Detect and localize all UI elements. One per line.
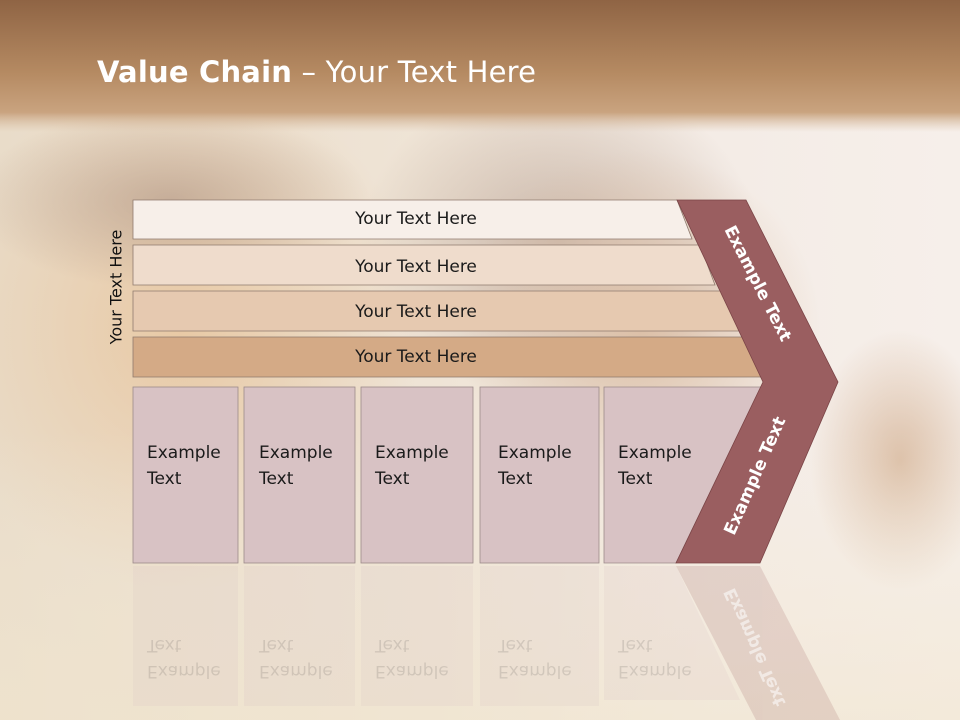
row-2-label: Your Text Here — [354, 257, 477, 277]
cell-2-line1: Example — [259, 443, 333, 463]
cell-3-line1: Example — [375, 443, 449, 463]
cell-4-line1: Example — [498, 443, 572, 463]
cell-5-reflection: Example Text — [618, 632, 718, 684]
row-1-shape — [132, 199, 693, 240]
cell-4-reflection-line2: Text — [498, 635, 533, 655]
cell-5-line1: Example — [618, 443, 692, 463]
row-2-shape — [132, 244, 716, 286]
cell-4-reflection-line1: Example — [498, 661, 572, 681]
cell-5-reflection-line2: Text — [618, 635, 653, 655]
cells-reflection — [133, 566, 840, 720]
cell-3-text: Example Text — [375, 440, 475, 492]
cell-5-reflection-line1: Example — [618, 661, 692, 681]
cell-4-shape — [479, 386, 600, 564]
cell-1-reflection: Example Text — [147, 632, 247, 684]
row-4-label: Your Text Here — [354, 347, 477, 367]
side-label: Your Text Here — [106, 229, 126, 345]
cell-2-reflection-line2: Text — [259, 635, 294, 655]
cell-3-shape — [360, 386, 474, 564]
page-title-rest: – Your Text Here — [292, 55, 537, 89]
cell-1-text: Example Text — [147, 440, 247, 492]
cell-1-reflection-line1: Example — [147, 661, 221, 681]
cell-2-text: Example Text — [259, 440, 359, 492]
cell-1-line2: Text — [147, 469, 182, 489]
cell-1-reflection-line2: Text — [147, 635, 182, 655]
cell-2-line2: Text — [259, 469, 294, 489]
cell-1-line1: Example — [147, 443, 221, 463]
header-band — [0, 0, 960, 132]
cell-3-line2: Text — [375, 469, 410, 489]
cell-2-shape — [243, 386, 356, 564]
cell-1-shape — [132, 386, 239, 564]
row-1-label: Your Text Here — [354, 209, 477, 229]
cell-5-line2: Text — [618, 469, 653, 489]
row-3-label: Your Text Here — [354, 302, 477, 322]
cell-2-reflection: Example Text — [259, 632, 359, 684]
cell-5-text: Example Text — [618, 440, 718, 492]
page-title: Value Chain – Your Text Here — [97, 55, 536, 89]
cell-3-reflection-line1: Example — [375, 661, 449, 681]
chevron-shape — [675, 199, 839, 564]
page-title-bold: Value Chain — [97, 55, 293, 89]
cell-2-reflection-line1: Example — [259, 661, 333, 681]
cell-4-text: Example Text — [498, 440, 598, 492]
cell-4-reflection: Example Text — [498, 632, 598, 684]
cell-3-reflection-line2: Text — [375, 635, 410, 655]
cell-3-reflection: Example Text — [375, 632, 475, 684]
cell-4-line2: Text — [498, 469, 533, 489]
